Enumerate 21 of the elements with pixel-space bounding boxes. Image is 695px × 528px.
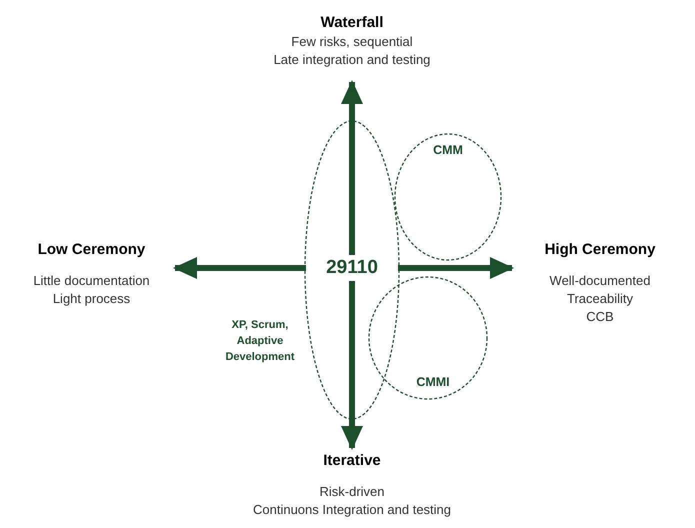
axis-arrow xyxy=(341,281,363,450)
axis-description: Traceability xyxy=(567,290,633,308)
axis-arrow xyxy=(341,80,363,255)
axis-description: Few risks, sequential xyxy=(291,32,413,51)
axis-description: Continuons Integration and testing xyxy=(252,500,452,519)
axis-description: CCB xyxy=(586,308,614,326)
center-label: 29110 xyxy=(306,255,398,281)
axis-arrow xyxy=(173,257,306,279)
ellipse-label: CMMI xyxy=(416,376,450,388)
axis-heading: Low Ceremony xyxy=(38,241,146,260)
axis-heading: Iterative xyxy=(323,452,381,471)
axis-description: Well-documented xyxy=(550,272,650,290)
axis-description: Little documentation xyxy=(33,272,150,290)
ellipse-label: CMM xyxy=(433,144,463,156)
axis-description: Light process xyxy=(52,290,130,308)
axis-heading: High Ceremony xyxy=(544,241,656,260)
axis-description: Late integration and testing xyxy=(274,50,430,69)
method-label: XP, Scrum, Adaptive Development xyxy=(224,318,296,365)
axis-arrow xyxy=(398,257,514,279)
axis-heading: Waterfall xyxy=(320,14,384,33)
axis-description: Risk-driven xyxy=(319,482,384,501)
